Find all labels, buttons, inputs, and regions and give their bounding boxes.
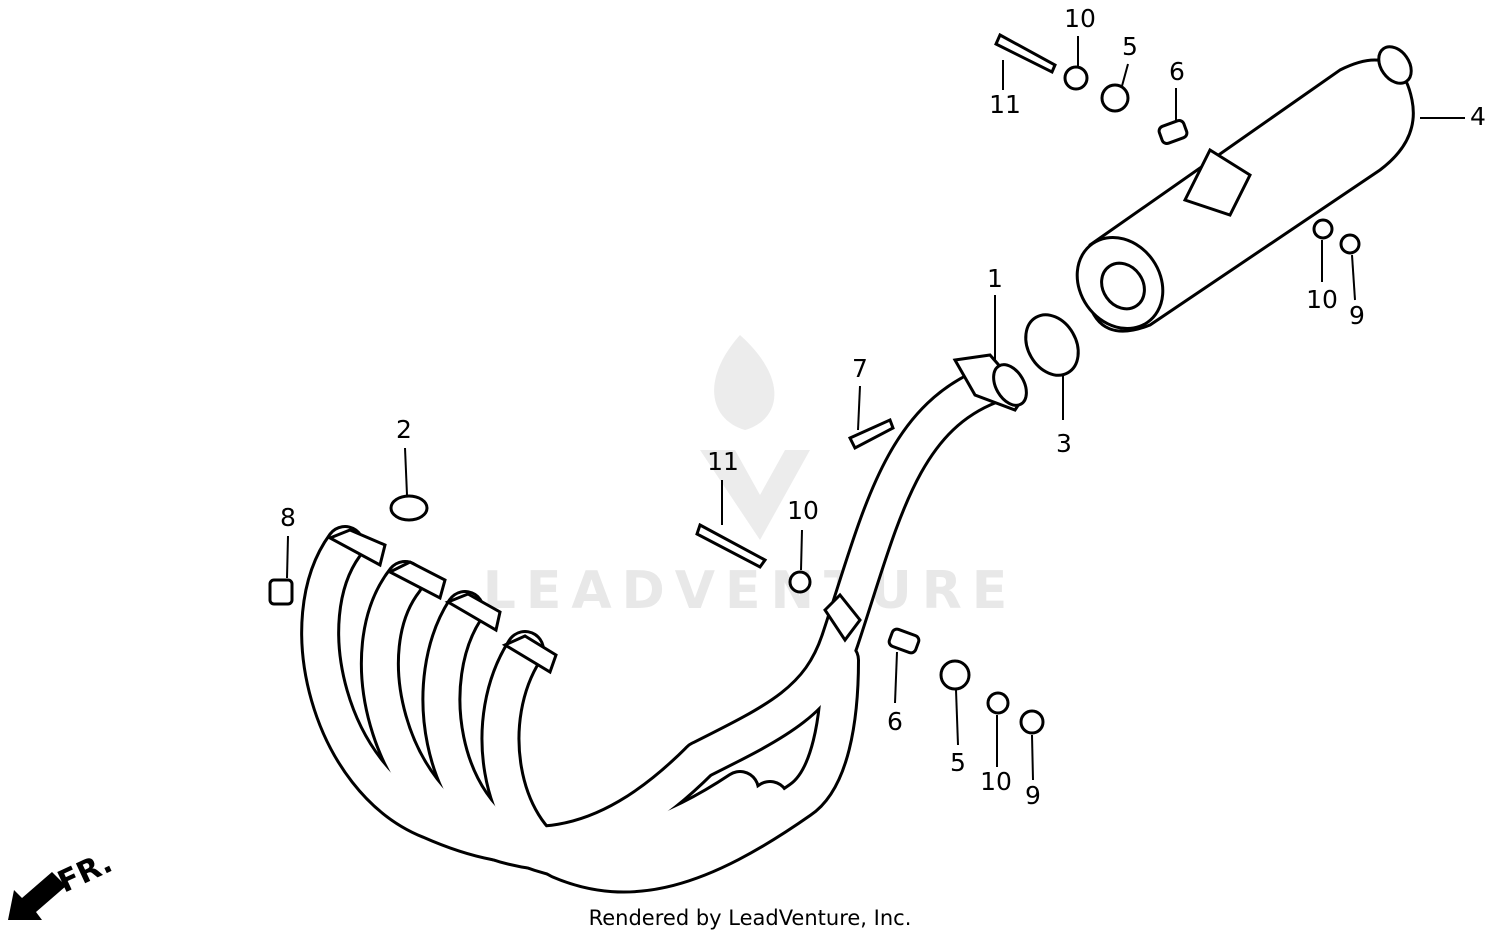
callout-part-5[interactable]: 5 — [1122, 32, 1138, 61]
callout-part-11[interactable]: 11 — [707, 447, 739, 476]
callout-part-2[interactable]: 2 — [396, 415, 412, 444]
pipe-flanges — [326, 353, 1028, 675]
callout-part-6[interactable]: 6 — [1169, 57, 1185, 86]
callout-part-3[interactable]: 3 — [1056, 429, 1072, 458]
rubber-part-5-lower — [939, 659, 971, 691]
callout-part-1[interactable]: 1 — [987, 264, 1003, 293]
callout-part-8[interactable]: 8 — [280, 503, 296, 532]
footer-credit: Rendered by LeadVenture, Inc. — [588, 906, 912, 930]
washer-part-10-upper — [1063, 65, 1089, 91]
bolt-part-11-lower — [695, 522, 768, 569]
muffler-part-4[interactable] — [1060, 41, 1418, 346]
callout-leader-line — [1351, 254, 1356, 301]
callout-leader-line — [1121, 63, 1129, 87]
callout-part-5[interactable]: 5 — [950, 748, 966, 777]
callout-leader-line — [857, 385, 861, 431]
callout-part-10[interactable]: 10 — [980, 767, 1012, 796]
callout-part-4[interactable]: 4 — [1470, 102, 1486, 131]
callout-part-9[interactable]: 9 — [1025, 781, 1041, 810]
callout-leader-line — [894, 651, 898, 704]
collar-part-6-upper — [1157, 119, 1189, 145]
nut-part-9-right — [1339, 233, 1361, 255]
washer-part-10-lower — [986, 691, 1010, 715]
callout-leader-line — [404, 447, 408, 496]
rubber-part-5-upper — [1100, 83, 1130, 113]
direction-label: FR. — [53, 845, 118, 900]
watermark-text: LEADVENTURE — [483, 561, 1018, 621]
callout-leader-line — [1031, 734, 1034, 781]
bolt-part-11-upper — [994, 32, 1057, 75]
callout-leader-line — [800, 529, 803, 571]
callout-leader-line — [286, 535, 289, 579]
callout-part-11[interactable]: 11 — [989, 90, 1021, 119]
gasket-part-3 — [1024, 313, 1080, 377]
callout-part-9[interactable]: 9 — [1349, 301, 1365, 330]
callout-part-10[interactable]: 10 — [787, 496, 819, 525]
nut-part-8 — [268, 578, 294, 606]
callout-part-10[interactable]: 10 — [1306, 285, 1338, 314]
callout-part-10[interactable]: 10 — [1064, 4, 1096, 33]
collar-part-6-lower — [887, 627, 921, 655]
callout-part-6[interactable]: 6 — [887, 707, 903, 736]
callout-part-7[interactable]: 7 — [852, 354, 868, 383]
washer-part-10-right — [1312, 218, 1334, 240]
nut-part-9-lower — [1019, 709, 1045, 735]
washer-part-10-middle — [788, 570, 812, 594]
watermark-logo — [700, 335, 810, 540]
bolt-part-7 — [847, 417, 895, 451]
callout-leader-line — [955, 689, 959, 746]
exhaust-pipe-part-1[interactable] — [300, 365, 1010, 894]
gasket-part-2 — [389, 494, 429, 522]
